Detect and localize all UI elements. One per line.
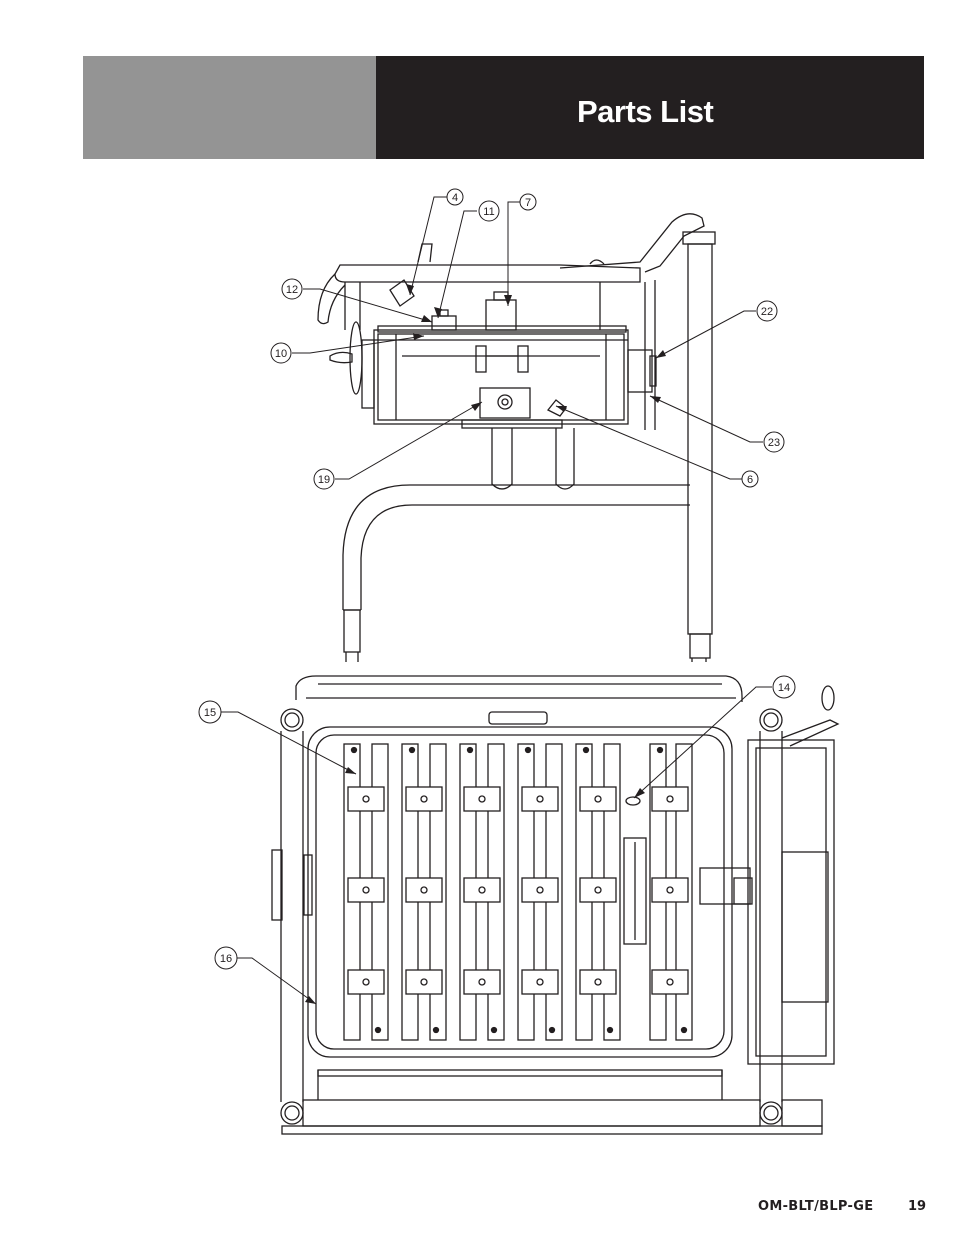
document-code: OM-BLT/BLP-GE xyxy=(758,1199,874,1214)
callout-circle-4 xyxy=(446,188,464,206)
plan-view-drawing xyxy=(271,675,840,1135)
callout-circle-22 xyxy=(756,300,778,322)
callout-label-10: 10 xyxy=(275,348,287,360)
header-gray-block xyxy=(83,56,376,159)
callout-circle-19 xyxy=(313,468,335,490)
callout-circle-23 xyxy=(763,431,785,453)
callout-circle-10 xyxy=(270,342,292,364)
callout-label-16: 16 xyxy=(220,953,232,965)
callout-label-15: 15 xyxy=(204,707,216,719)
callout-label-19: 19 xyxy=(318,474,330,486)
callout-label-7: 7 xyxy=(525,197,531,209)
callout-leaders-plan xyxy=(221,686,772,1005)
callout-label-23: 23 xyxy=(768,437,780,449)
callout-circle-15 xyxy=(198,700,222,724)
page-title: Parts List xyxy=(577,94,714,129)
callout-circle-6 xyxy=(741,470,759,488)
callout-label-14: 14 xyxy=(778,682,790,694)
callout-circle-14 xyxy=(772,675,796,699)
callout-circle-12 xyxy=(281,278,303,300)
callout-label-4: 4 xyxy=(452,192,458,204)
callout-label-6: 6 xyxy=(747,474,753,486)
callout-leaders-top xyxy=(292,196,763,480)
callout-circle-16 xyxy=(214,946,238,970)
callout-circles xyxy=(198,188,796,970)
bolts xyxy=(350,746,688,1034)
callout-label-22: 22 xyxy=(761,306,773,318)
callout-circle-11 xyxy=(478,200,500,222)
side-view-drawing xyxy=(317,213,716,662)
header-dark-block xyxy=(376,56,924,159)
clamp-blocks xyxy=(347,786,689,995)
page-number: 19 xyxy=(908,1199,927,1214)
callout-labels: 4 11 7 12 10 22 23 6 19 14 15 16 xyxy=(204,192,790,965)
callout-circle-7 xyxy=(519,193,537,211)
callout-label-11: 11 xyxy=(483,206,494,218)
callout-label-12: 12 xyxy=(286,284,298,296)
